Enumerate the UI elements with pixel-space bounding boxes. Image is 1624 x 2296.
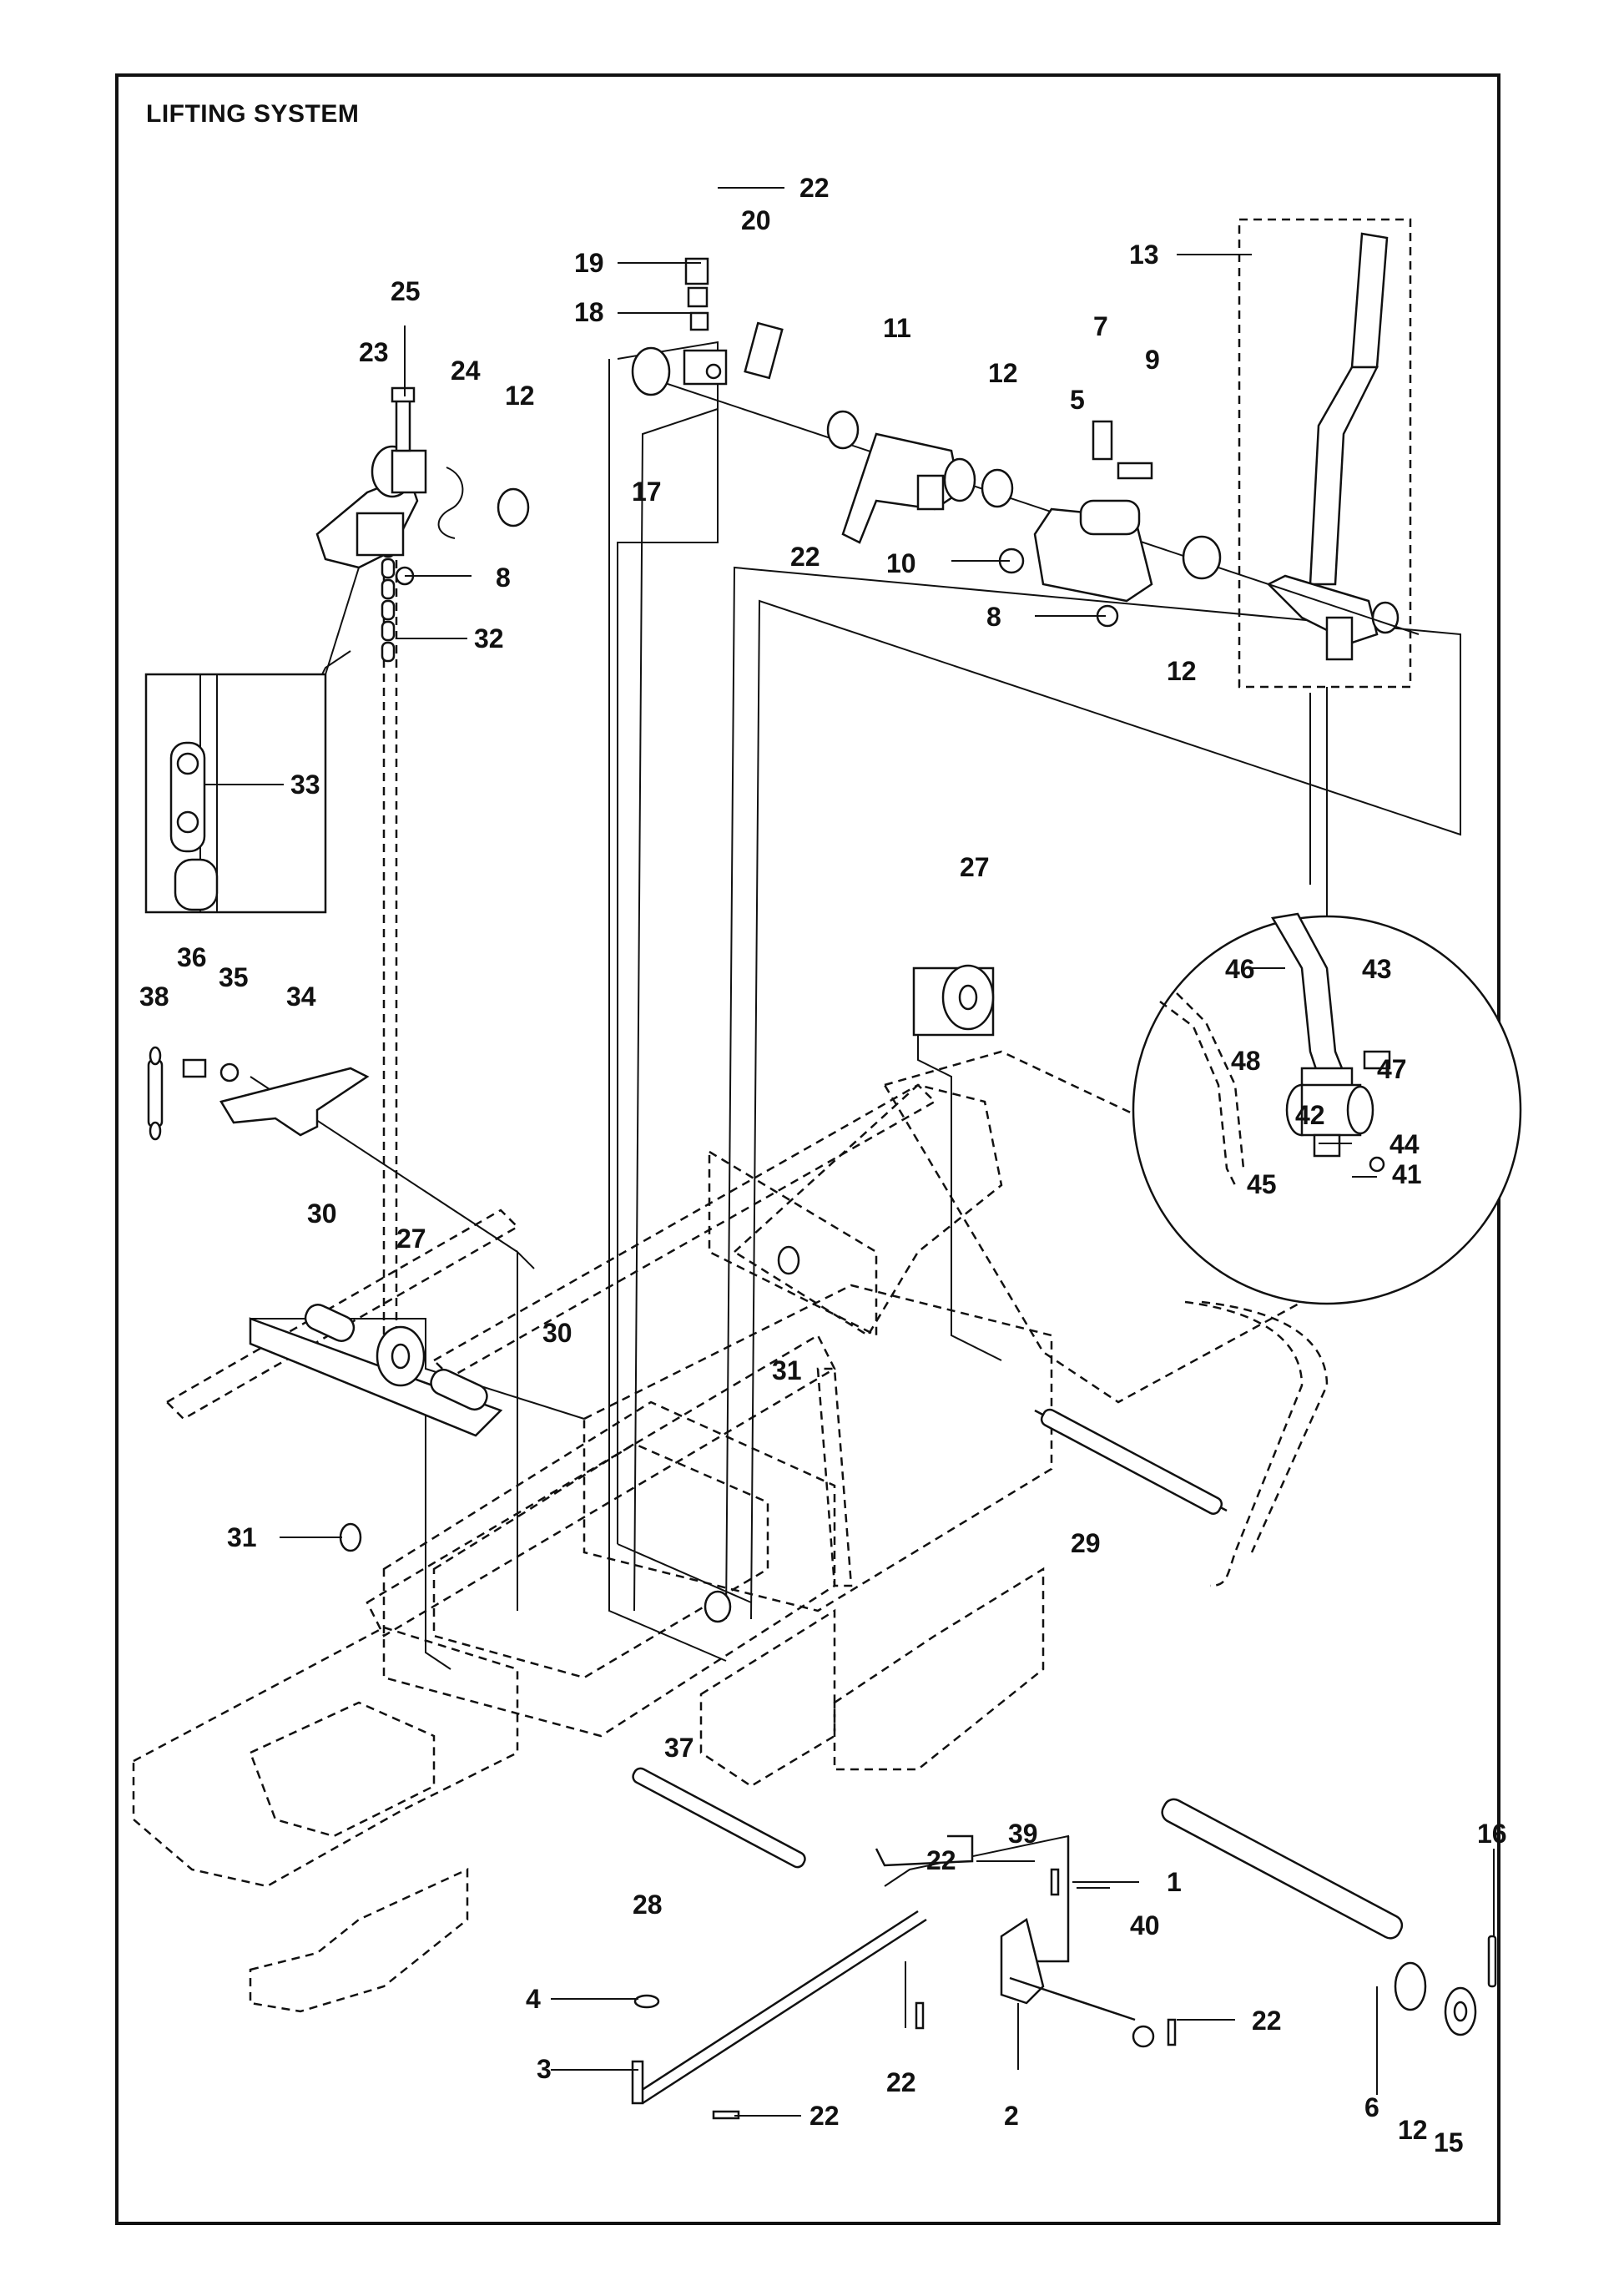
callout-7: 7 xyxy=(1093,311,1108,341)
callout-34: 34 xyxy=(286,981,316,1012)
callout-11: 11 xyxy=(883,313,911,343)
callout-31b: 31 xyxy=(227,1522,257,1552)
callout-41: 41 xyxy=(1392,1159,1422,1189)
callout-20: 20 xyxy=(741,205,771,235)
callout-24: 24 xyxy=(451,356,481,386)
chain-tensioner-parts xyxy=(315,386,530,1352)
spring-bracket-parts xyxy=(147,1046,370,1141)
callout-9: 9 xyxy=(1145,345,1160,375)
callout-4: 4 xyxy=(526,1984,541,2014)
diagram-title: LIFTING SYSTEM xyxy=(146,100,360,128)
callout-43: 43 xyxy=(1362,954,1392,984)
callout-30b: 30 xyxy=(542,1318,572,1348)
callout-32: 32 xyxy=(474,623,504,653)
callout-38: 38 xyxy=(139,981,169,1012)
callout-36: 36 xyxy=(177,942,207,972)
callout-44: 44 xyxy=(1389,1129,1420,1159)
callout-35: 35 xyxy=(219,962,249,992)
lever-detail-circle xyxy=(1132,687,1522,1305)
callout-30a: 30 xyxy=(307,1198,337,1229)
callout-labels: 22 20 19 18 13 25 23 24 12 11 12 7 9 5 1… xyxy=(139,173,1507,2157)
callout-17: 17 xyxy=(632,477,662,507)
callout-13: 13 xyxy=(1129,240,1159,270)
callout-2: 2 xyxy=(1004,2101,1019,2131)
callout-22d: 22 xyxy=(1252,2006,1282,2036)
callout-22f: 22 xyxy=(809,2101,840,2131)
pulley-parts xyxy=(249,964,995,1552)
lever-assembly-box xyxy=(1238,218,1412,689)
callout-25: 25 xyxy=(391,276,421,306)
callout-31a: 31 xyxy=(772,1355,802,1385)
callout-12c: 12 xyxy=(1167,656,1197,686)
callout-23: 23 xyxy=(359,337,389,367)
callout-22e: 22 xyxy=(886,2067,916,2097)
callout-5: 5 xyxy=(1070,385,1085,415)
chain-detail-inset xyxy=(144,567,360,914)
callout-10: 10 xyxy=(886,548,916,578)
callout-48: 48 xyxy=(1231,1046,1261,1076)
callout-19: 19 xyxy=(574,248,604,278)
callout-1: 1 xyxy=(1167,1867,1182,1897)
callout-29: 29 xyxy=(1071,1528,1101,1558)
callout-37: 37 xyxy=(664,1733,694,1763)
lower-rods xyxy=(631,1408,1497,2120)
callout-6: 6 xyxy=(1364,2092,1379,2122)
callout-12b: 12 xyxy=(988,358,1018,388)
chassis-frame xyxy=(132,1050,1329,2013)
callout-8a: 8 xyxy=(496,563,511,593)
callout-42: 42 xyxy=(1295,1100,1325,1130)
callout-8b: 8 xyxy=(986,602,1001,632)
callout-22: 22 xyxy=(799,173,830,203)
callout-18: 18 xyxy=(574,297,604,327)
callout-leaders xyxy=(204,187,1495,2117)
callout-40: 40 xyxy=(1130,1910,1160,1940)
callout-46: 46 xyxy=(1225,954,1255,984)
callout-45: 45 xyxy=(1247,1169,1277,1199)
callout-15: 15 xyxy=(1434,2127,1464,2157)
callout-27b: 27 xyxy=(396,1224,426,1254)
callout-27a: 27 xyxy=(960,852,990,882)
callout-39: 39 xyxy=(1008,1819,1038,1849)
callout-22c: 22 xyxy=(926,1845,956,1875)
callout-16: 16 xyxy=(1477,1819,1507,1849)
callout-28: 28 xyxy=(633,1890,663,1920)
callout-12d: 12 xyxy=(1398,2115,1428,2145)
callout-12a: 12 xyxy=(505,381,535,411)
callout-3: 3 xyxy=(537,2054,552,2084)
callout-22b: 22 xyxy=(790,542,820,572)
callout-33: 33 xyxy=(290,770,320,800)
callout-47: 47 xyxy=(1377,1054,1407,1084)
upper-shaft-parts xyxy=(631,257,1420,635)
